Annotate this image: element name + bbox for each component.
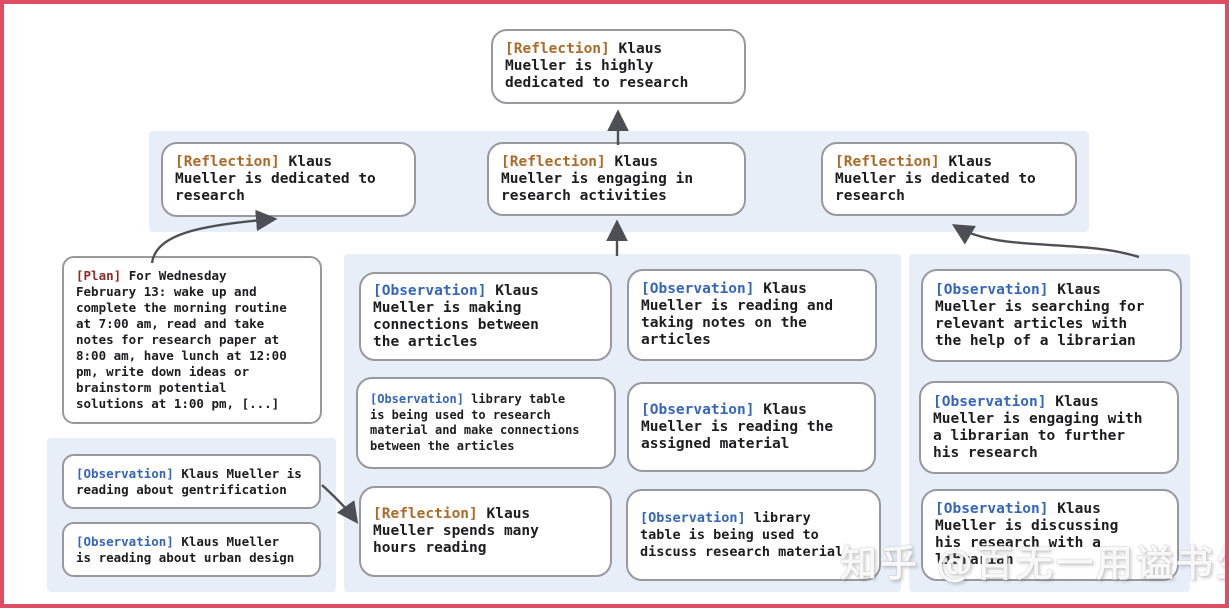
- node-text: library table is being used to discuss r…: [640, 509, 844, 560]
- node-obs-library-research: [Observation] library table is being use…: [356, 377, 616, 469]
- node-text: library table is being used to research …: [370, 392, 580, 453]
- node-text: Klaus Mueller is engaging with a librari…: [933, 393, 1143, 461]
- node-text: Klaus Mueller spends many hours reading: [373, 506, 539, 556]
- node-text: Klaus Mueller is making connections betw…: [373, 282, 539, 350]
- watermark: 知乎 @百无一用谥书生: [840, 542, 1229, 585]
- node-obs-assigned-material: [Observation] Klaus Mueller is reading t…: [627, 382, 876, 472]
- plan-tag: [Plan]: [76, 268, 129, 283]
- observation-tag: [Observation]: [370, 392, 472, 406]
- node-text: Klaus Mueller is reading the assigned ma…: [641, 401, 834, 452]
- node-obs-engaging-librarian: [Observation] Klaus Mueller is engaging …: [919, 381, 1179, 474]
- observation-tag: [Observation]: [640, 509, 754, 526]
- node-text: Klaus Mueller is reading and taking note…: [641, 281, 834, 348]
- node-text: Klaus Mueller is engaging in research ac…: [501, 153, 694, 204]
- node-reflection-left: [Reflection] Klaus Mueller is dedicated …: [161, 142, 416, 217]
- node-obs-gentrification: [Observation] Klaus Mueller is reading a…: [62, 454, 321, 509]
- node-root-reflection: [Reflection] Klaus Mueller is highly ded…: [491, 29, 746, 104]
- node-obs-reading-notes: [Observation] Klaus Mueller is reading a…: [627, 269, 877, 361]
- node-reflection-right: [Reflection] Klaus Mueller is dedicated …: [821, 142, 1077, 216]
- node-obs-searching-articles: [Observation] Klaus Mueller is searching…: [921, 269, 1182, 362]
- observation-tag: [Observation]: [373, 282, 496, 299]
- observation-tag: [Observation]: [935, 281, 1058, 298]
- node-text: Klaus Mueller is searching for relevant …: [935, 281, 1145, 349]
- node-reflection-hours-reading: [Reflection] Klaus Mueller spends many h…: [359, 486, 612, 577]
- observation-tag: [Observation]: [933, 393, 1056, 410]
- node-obs-library-discuss: [Observation] library table is being use…: [626, 489, 881, 581]
- reflection-tag: [Reflection]: [505, 41, 619, 57]
- node-reflection-middle: [Reflection] Klaus Mueller is engaging i…: [487, 142, 746, 216]
- node-text: Klaus Mueller is dedicated to research: [835, 153, 1036, 204]
- node-text: Klaus Mueller is reading about gentrific…: [76, 465, 302, 497]
- node-text: Klaus Mueller is dedicated to research: [175, 154, 376, 204]
- observation-tag: [Observation]: [76, 465, 182, 481]
- observation-tag: [Observation]: [935, 501, 1058, 517]
- node-obs-connections: [Observation] Klaus Mueller is making co…: [359, 272, 612, 361]
- node-obs-urban-design: [Observation] Klaus Mueller is reading a…: [62, 522, 321, 577]
- node-text: Klaus Mueller is discussing his research…: [935, 501, 1119, 568]
- observation-tag: [Observation]: [641, 281, 764, 297]
- reflection-tag: [Reflection]: [835, 153, 949, 170]
- observation-tag: [Observation]: [641, 401, 764, 418]
- observation-tag: [Observation]: [76, 533, 182, 549]
- reflection-tag: [Reflection]: [501, 153, 615, 170]
- node-text: For Wednesday February 13: wake up and c…: [76, 268, 287, 411]
- node-text: Klaus Mueller is highly dedicated to res…: [505, 41, 689, 91]
- reflection-tag: [Reflection]: [175, 154, 289, 170]
- node-obs-discussing-librarian: [Observation] Klaus Mueller is discussin…: [921, 489, 1179, 581]
- node-text: Klaus Mueller is reading about urban des…: [76, 533, 295, 565]
- node-plan: [Plan] For Wednesday February 13: wake u…: [62, 256, 322, 424]
- reflection-tag: [Reflection]: [373, 506, 487, 522]
